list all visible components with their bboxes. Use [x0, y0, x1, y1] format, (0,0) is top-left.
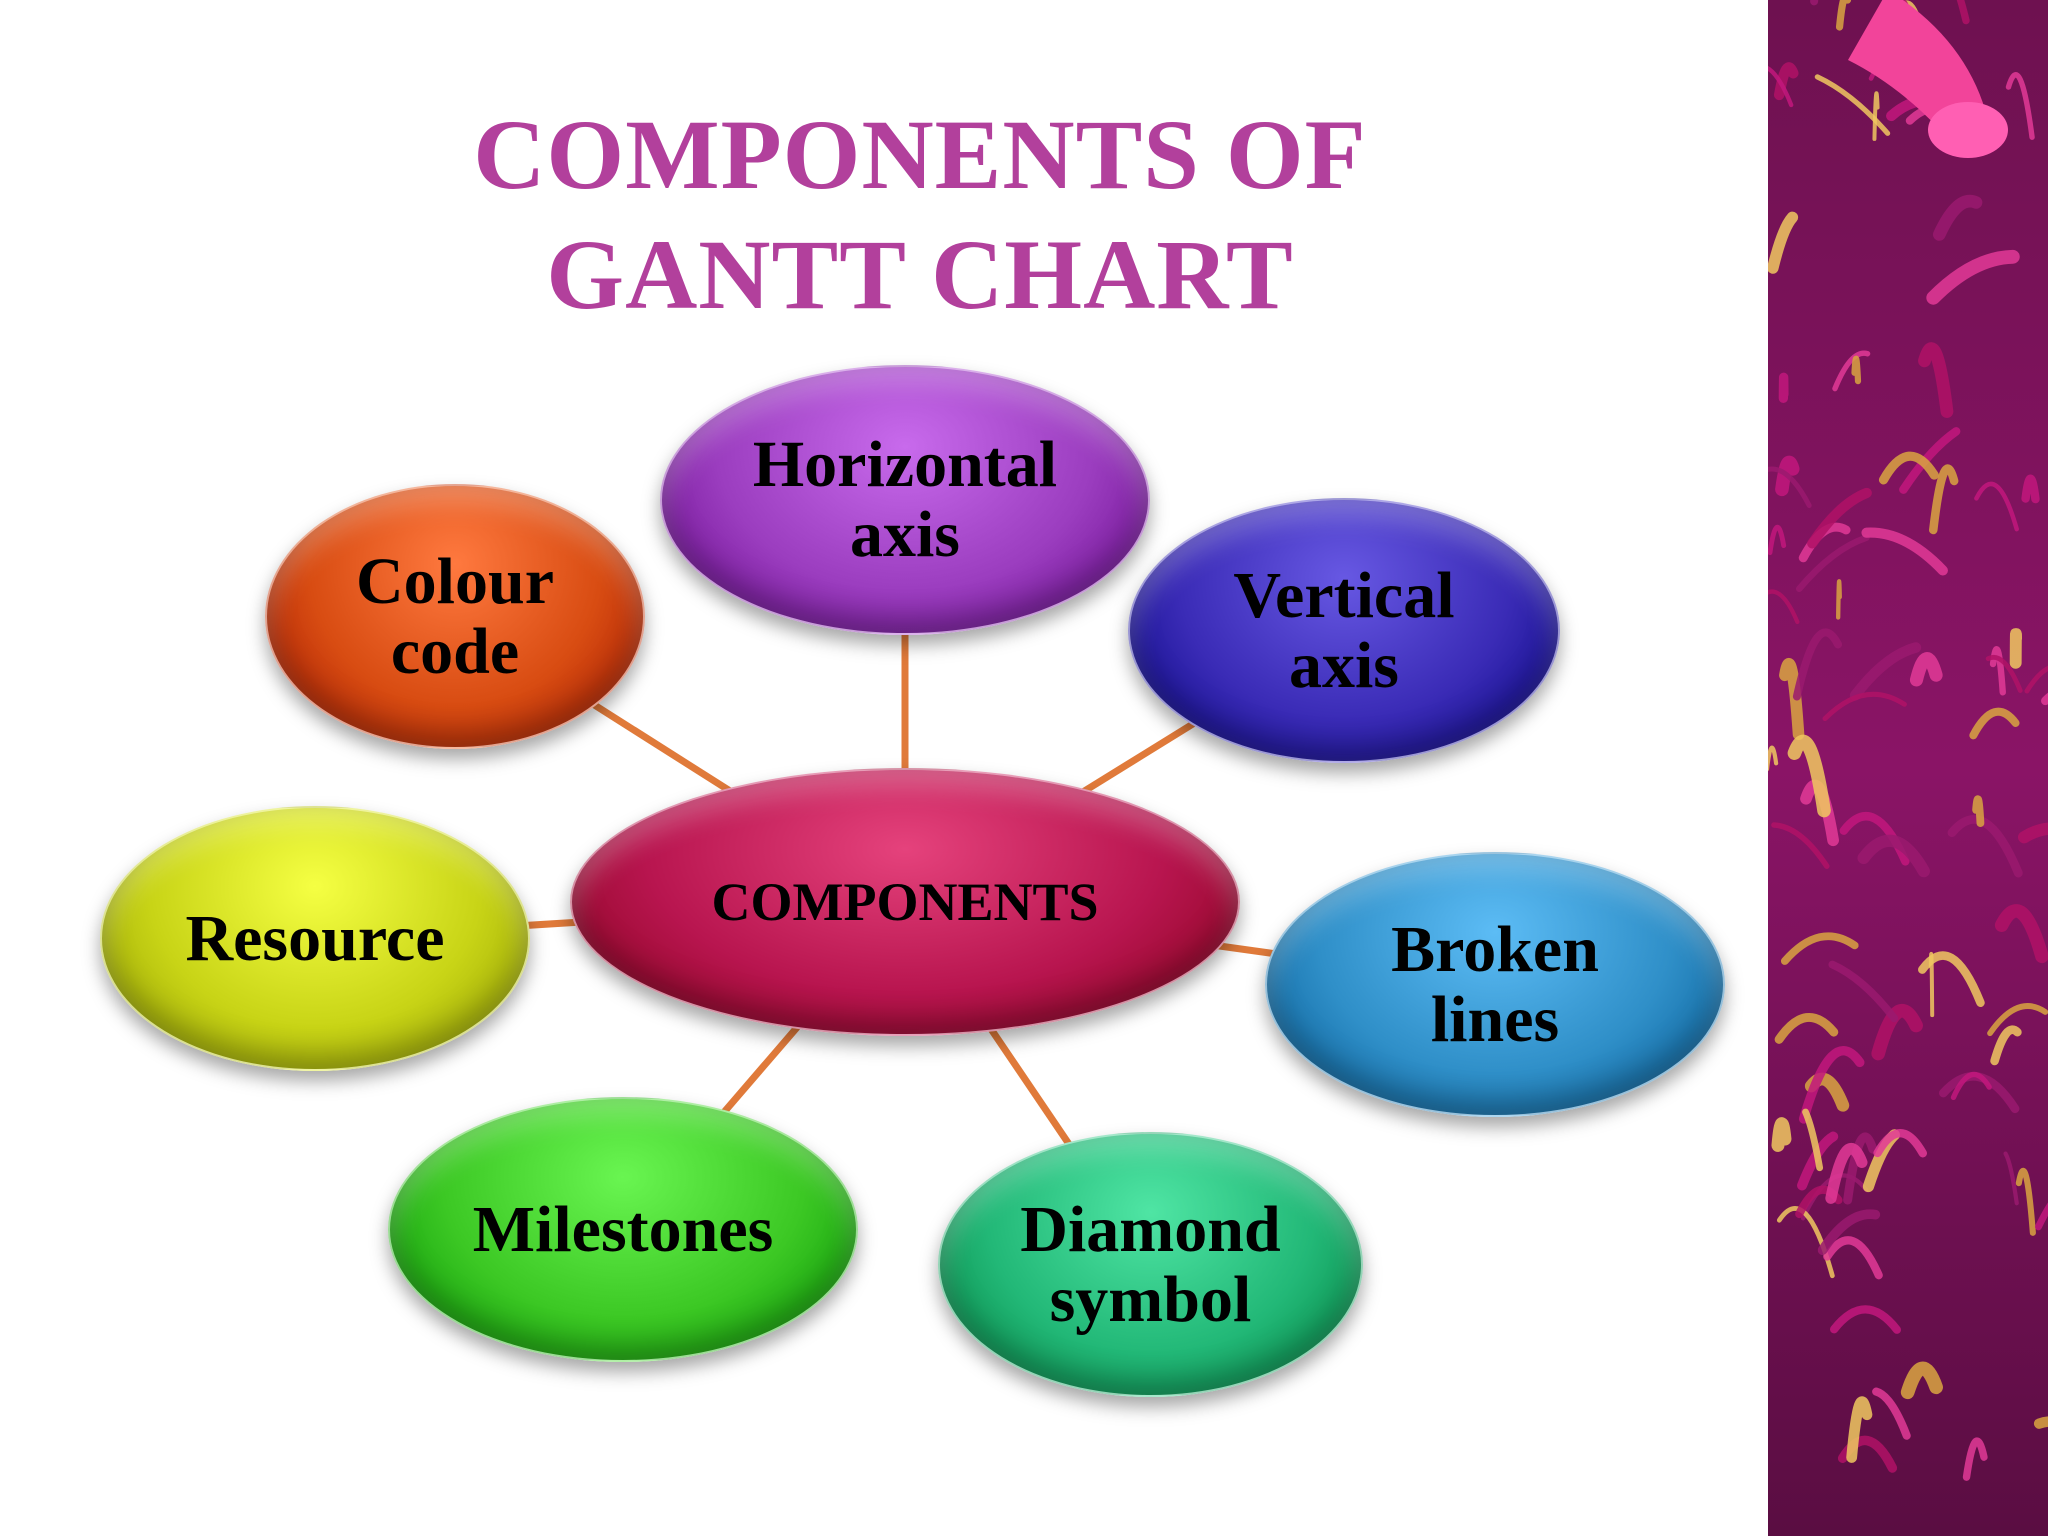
node-horizontal-axis: Horizontal axis: [660, 365, 1150, 635]
decorative-streamers-image: [1768, 0, 2048, 1536]
node-label: Colour code: [356, 544, 554, 688]
node-milestones: Milestones: [388, 1097, 858, 1362]
node-label: Resource: [185, 901, 445, 975]
radial-diagram: Horizontal axis Vertical axis Broken lin…: [100, 365, 1725, 1397]
node-center-components: COMPONENTS: [570, 768, 1240, 1036]
node-diamond-symbol: Diamond symbol: [938, 1132, 1363, 1397]
node-label: Vertical axis: [1233, 558, 1455, 702]
node-label: Broken lines: [1391, 912, 1599, 1056]
node-colour-code: Colour code: [265, 484, 645, 749]
title-line-1: COMPONENTS OF: [473, 99, 1367, 210]
title-line-2: GANTT CHART: [546, 219, 1294, 330]
node-resource: Resource: [100, 806, 530, 1071]
streamers-image: [1768, 0, 2048, 1536]
slide-title: COMPONENTS OF GANTT CHART: [300, 95, 1540, 335]
node-label: Horizontal axis: [752, 428, 1058, 571]
node-label: Milestones: [472, 1192, 774, 1266]
node-broken-lines: Broken lines: [1265, 852, 1725, 1117]
center-label: COMPONENTS: [711, 872, 1099, 932]
node-vertical-axis: Vertical axis: [1128, 498, 1560, 763]
node-label: Diamond symbol: [1020, 1192, 1281, 1336]
